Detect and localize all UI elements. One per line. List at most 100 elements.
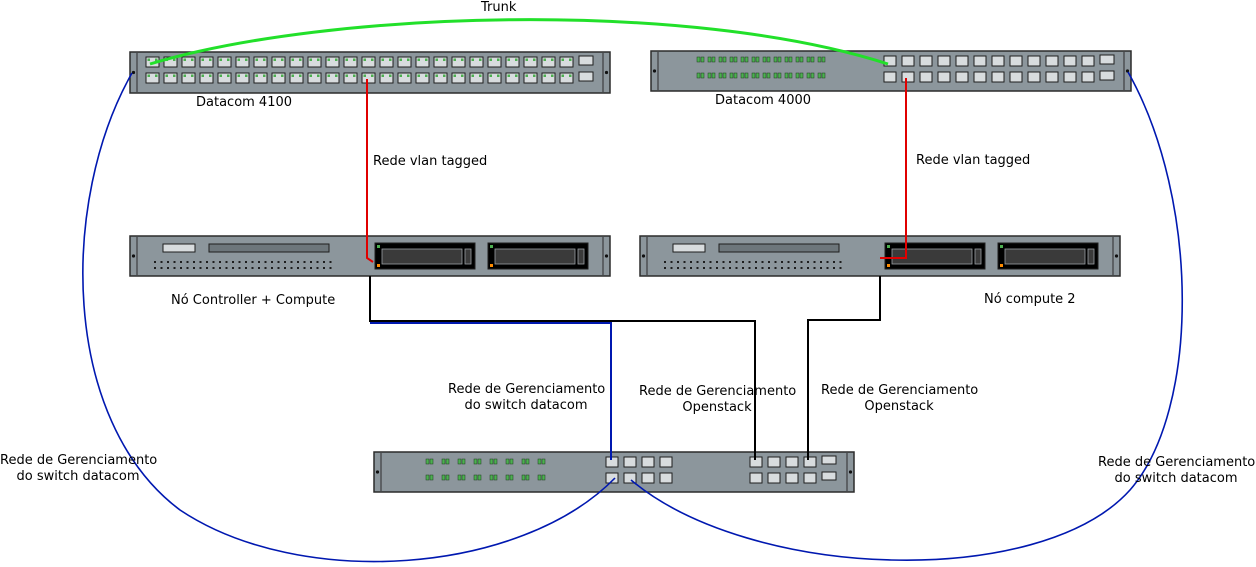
rj45-port	[505, 72, 520, 84]
port-led	[255, 58, 258, 61]
mgmt-openstack-2-line2: Openstack	[864, 399, 934, 414]
drive-handle	[464, 248, 472, 265]
status-led	[718, 72, 723, 79]
port-led	[399, 58, 402, 61]
status-led	[707, 56, 712, 63]
vent-hole	[839, 261, 842, 263]
vent-hole	[742, 261, 744, 263]
status-led	[477, 474, 482, 481]
vent-hole	[167, 267, 169, 269]
port-led	[291, 58, 294, 61]
port-led	[209, 58, 212, 61]
rj45-port	[505, 56, 520, 68]
vent-hole	[310, 267, 312, 269]
port-led	[299, 74, 302, 77]
port-led	[543, 74, 546, 77]
vent-hole	[722, 267, 725, 269]
port-led	[263, 58, 266, 61]
status-led	[489, 474, 494, 481]
vent-hole	[716, 267, 718, 269]
port-led	[561, 74, 564, 77]
rj45-port	[433, 72, 448, 84]
port-led	[479, 58, 482, 61]
vent-hole	[225, 267, 228, 269]
power-button	[162, 243, 196, 253]
drive-tray	[891, 248, 973, 265]
port	[623, 456, 637, 468]
port	[919, 55, 933, 67]
vent-hole	[774, 261, 777, 263]
vent-hole	[768, 261, 770, 263]
status-led	[762, 72, 767, 79]
rj45-port	[307, 56, 322, 68]
status-led	[509, 458, 514, 465]
port-led	[273, 74, 276, 77]
status-led	[700, 72, 705, 79]
vent-hole	[199, 267, 202, 269]
drive-led	[377, 264, 380, 267]
vent-hole	[186, 267, 189, 269]
management-switch	[373, 451, 855, 493]
vent-hole	[154, 267, 156, 269]
port	[1081, 71, 1095, 83]
mgmt-switch-center-label: Rede de Gerenciamento do switch datacom	[448, 382, 605, 414]
vent-hole	[820, 267, 822, 269]
port-led	[227, 74, 230, 77]
port-led	[551, 74, 554, 77]
mgmt-openstack-2-line1: Rede de Gerenciamento	[821, 383, 979, 398]
port-led	[227, 58, 230, 61]
port-led	[327, 74, 330, 77]
port	[901, 55, 915, 67]
rj45-port	[235, 56, 250, 68]
drive-tray	[1004, 248, 1086, 265]
port-led	[273, 58, 276, 61]
port-led	[489, 58, 492, 61]
rack-screw	[131, 254, 136, 258]
status-led	[537, 474, 542, 481]
port-led	[201, 58, 204, 61]
vent-hole	[696, 267, 699, 269]
vent-hole	[729, 267, 731, 269]
vent-hole	[768, 267, 770, 269]
port-led	[219, 74, 222, 77]
mgmt-openstack-1-label: Rede de Gerenciamento Openstack	[639, 384, 796, 416]
mgmt-switch-center-line2: do switch datacom	[464, 398, 588, 413]
vent-hole	[251, 267, 254, 269]
vent-hole	[664, 267, 666, 269]
vent-hole	[290, 267, 293, 269]
mgmt-switch-link-left	[82, 72, 616, 563]
vent-hole	[709, 267, 712, 269]
rj45-port	[271, 72, 286, 84]
port-led	[245, 58, 248, 61]
status-led	[696, 72, 701, 79]
vent-hole	[755, 267, 757, 269]
vent-hole	[232, 267, 234, 269]
vent-hole	[800, 261, 803, 263]
port-led	[263, 74, 266, 77]
port-led	[183, 58, 186, 61]
mgmt-openstack-link-2	[807, 276, 881, 460]
port	[641, 472, 655, 484]
port-led	[281, 74, 284, 77]
port-led	[461, 58, 464, 61]
port-led	[353, 58, 356, 61]
port-led	[497, 74, 500, 77]
vent-hole	[212, 261, 215, 263]
vent-hole	[232, 261, 234, 263]
trunk-link	[149, 18, 889, 66]
port-led	[435, 74, 438, 77]
rj45-port	[451, 56, 466, 68]
port	[623, 472, 637, 484]
vent-hole	[703, 261, 705, 263]
vent-hole	[258, 267, 260, 269]
port-led	[425, 58, 428, 61]
port-led	[173, 74, 176, 77]
vent-hole	[826, 261, 829, 263]
drive-led	[1000, 245, 1003, 248]
vent-hole	[670, 267, 673, 269]
vent-hole	[794, 261, 796, 263]
trunk-label: Trunk	[481, 0, 517, 15]
rack-screw	[604, 70, 609, 75]
port-led	[327, 58, 330, 61]
rj45-port	[523, 72, 538, 84]
